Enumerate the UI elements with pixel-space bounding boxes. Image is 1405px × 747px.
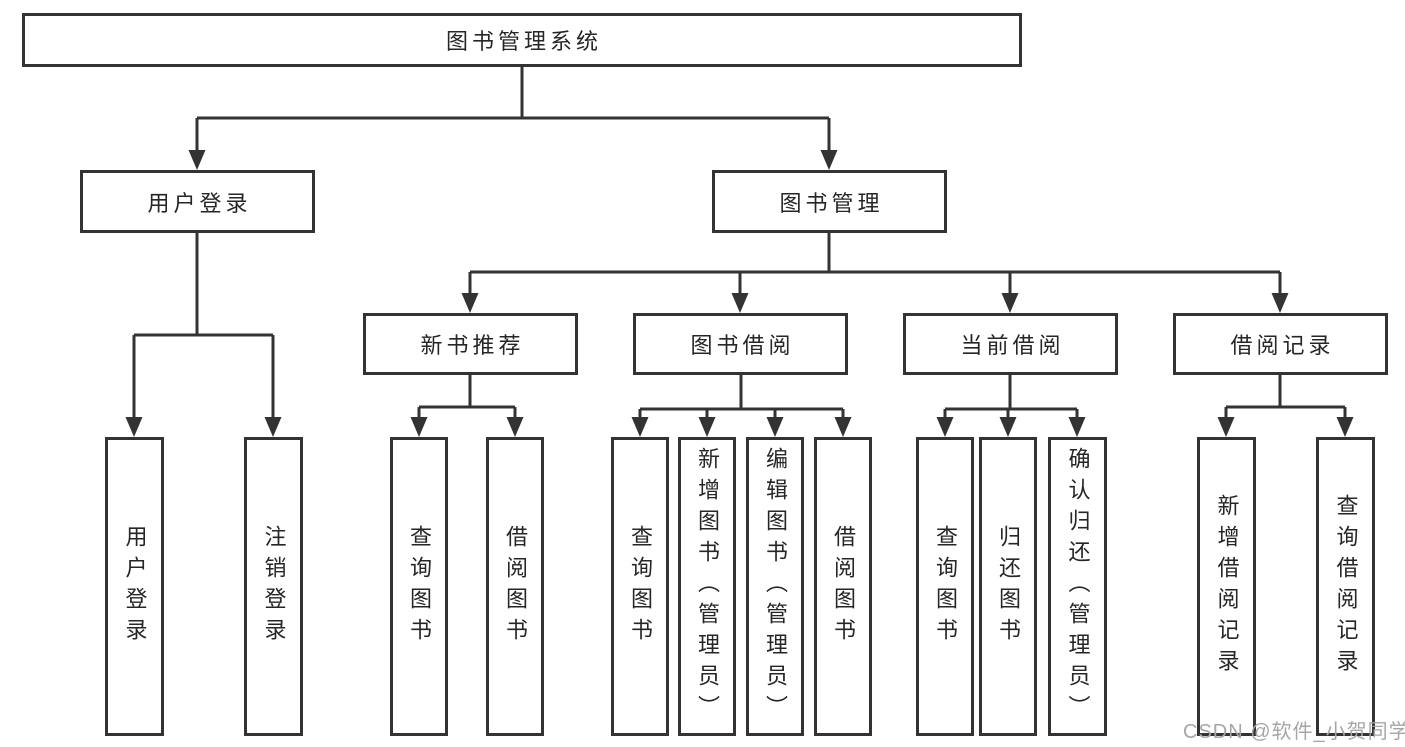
leaf-user-login: 用户登录 xyxy=(105,437,164,736)
node-label: 查询借阅记录 xyxy=(1333,493,1359,680)
node-label: 新增图书（管理员） xyxy=(695,447,720,726)
node-user-login: 用户登录 xyxy=(80,170,315,233)
node-label: 用户登录 xyxy=(147,190,252,216)
leaf-query-books-2: 查询图书 xyxy=(611,437,669,736)
leaf-borrow-books-2: 借阅图书 xyxy=(814,437,872,736)
node-label: 图书管理系统 xyxy=(445,29,602,54)
node-label: 注销登录 xyxy=(261,524,287,649)
leaf-borrow-books-1: 借阅图书 xyxy=(486,437,544,736)
node-new-book-recommend: 新书推荐 xyxy=(363,313,578,375)
node-label: 图书借阅 xyxy=(690,333,795,358)
node-label: 查询图书 xyxy=(933,524,958,649)
node-label: 编辑图书（管理员） xyxy=(763,447,788,726)
leaf-query-books-1: 查询图书 xyxy=(390,437,448,736)
node-book-borrowing: 图书借阅 xyxy=(633,313,848,375)
node-label: 借阅图书 xyxy=(831,524,856,649)
node-label: 归还图书 xyxy=(996,524,1021,649)
node-book-management: 图书管理 xyxy=(712,170,947,233)
leaf-return-books: 归还图书 xyxy=(979,437,1037,736)
csdn-watermark: CSDN @软件_小贺同学 xyxy=(1183,721,1405,743)
node-label: 用户登录 xyxy=(122,524,148,649)
node-library-system: 图书管理系统 xyxy=(22,13,1022,67)
node-label: 当前借阅 xyxy=(960,333,1065,358)
leaf-edit-book-admin: 编辑图书（管理员） xyxy=(746,437,804,736)
leaf-add-book-admin: 新增图书（管理员） xyxy=(678,437,736,736)
leaf-add-borrow-record: 新增借阅记录 xyxy=(1197,437,1256,736)
node-label: 查询图书 xyxy=(628,524,653,649)
node-current-borrowing: 当前借阅 xyxy=(903,313,1118,375)
node-label: 查询图书 xyxy=(407,524,432,649)
leaf-confirm-return-admin: 确认归还（管理员） xyxy=(1048,437,1107,736)
node-label: 新增借阅记录 xyxy=(1214,493,1240,680)
leaf-query-borrow-record: 查询借阅记录 xyxy=(1316,437,1375,736)
leaf-query-books-3: 查询图书 xyxy=(916,437,974,736)
node-label: 新书推荐 xyxy=(420,333,525,358)
leaf-logout: 注销登录 xyxy=(244,437,303,736)
node-label: 借阅记录 xyxy=(1230,333,1335,358)
node-label: 确认归还（管理员） xyxy=(1065,447,1091,726)
node-label: 图书管理 xyxy=(779,190,884,216)
node-borrowing-records: 借阅记录 xyxy=(1173,313,1388,375)
node-label: 借阅图书 xyxy=(503,524,528,649)
